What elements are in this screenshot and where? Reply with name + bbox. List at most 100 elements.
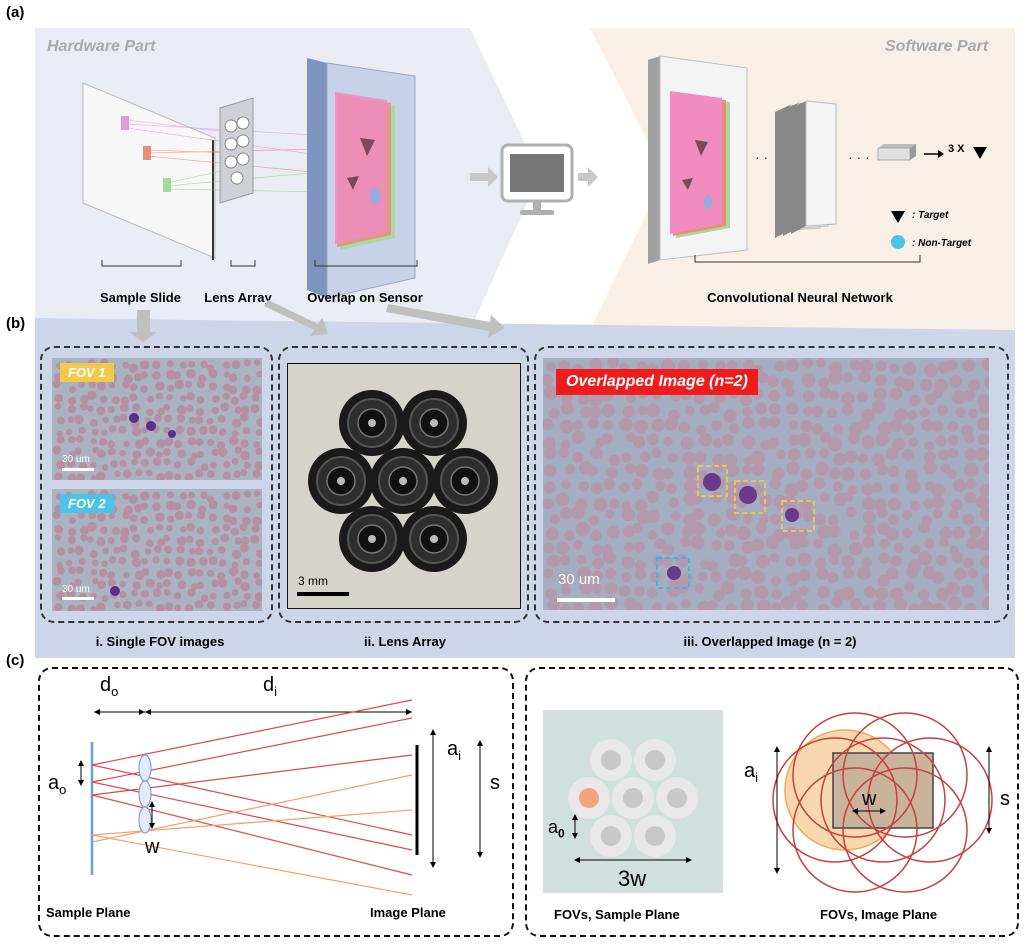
blood-cell xyxy=(243,592,251,600)
blood-cell xyxy=(802,406,813,417)
blood-cell xyxy=(164,545,173,554)
fov2-tag: FOV 2 xyxy=(60,494,114,513)
blood-cell xyxy=(108,512,116,520)
blood-cell xyxy=(670,511,681,522)
blood-cell xyxy=(817,585,830,599)
blood-cell xyxy=(694,582,705,593)
blood-cell xyxy=(107,536,115,545)
blood-cell xyxy=(152,491,161,500)
blood-cell xyxy=(651,418,665,432)
blood-cell xyxy=(234,577,242,585)
blood-cell xyxy=(575,521,591,537)
blood-cell xyxy=(649,571,662,583)
blood-cell xyxy=(166,501,176,511)
blood-cell xyxy=(977,536,989,551)
blood-cell xyxy=(885,447,899,461)
blood-cell xyxy=(788,420,799,430)
blood-cell xyxy=(218,428,227,436)
blood-cell xyxy=(87,536,94,543)
blood-cell xyxy=(756,372,769,384)
blood-cell xyxy=(904,581,915,593)
blood-cell xyxy=(814,513,827,526)
blood-cell xyxy=(172,502,182,511)
label-s: s xyxy=(490,772,500,794)
blood-cell xyxy=(654,538,666,550)
blood-cell xyxy=(875,587,889,601)
blood-cell xyxy=(102,416,110,424)
blood-cell xyxy=(678,421,691,434)
blood-cell xyxy=(858,418,870,431)
blood-cell xyxy=(874,374,888,387)
blood-cell xyxy=(964,491,977,504)
blood-cell xyxy=(196,450,204,459)
blood-cell xyxy=(580,406,592,419)
blood-cell xyxy=(932,508,944,519)
blood-cell xyxy=(857,453,869,464)
caption-overlapped: iii. Overlapped Image (n = 2) xyxy=(683,634,857,649)
blood-cell xyxy=(639,451,651,463)
blood-cell xyxy=(622,405,635,418)
blood-cell xyxy=(983,581,989,593)
blood-cell xyxy=(832,481,844,492)
blood-cell xyxy=(68,435,76,444)
blood-cell xyxy=(74,578,82,586)
blood-cell xyxy=(919,407,930,418)
blood-cell xyxy=(87,405,94,412)
blood-cell xyxy=(111,396,120,405)
overlap-tag: Overlapped Image (n=2) xyxy=(556,369,758,395)
blood-cell xyxy=(145,447,155,457)
blood-cell xyxy=(833,423,844,434)
blood-cell xyxy=(846,506,857,518)
blood-cell xyxy=(101,464,109,471)
blood-cell xyxy=(634,568,647,580)
blood-cell xyxy=(145,578,155,588)
blood-cell xyxy=(920,378,933,392)
blood-cell xyxy=(175,556,185,566)
blood-cell xyxy=(208,556,218,566)
blood-cell xyxy=(145,600,153,608)
blood-cell xyxy=(66,458,76,468)
blood-cell xyxy=(220,533,230,543)
lens-group-box xyxy=(278,346,529,623)
blood-cell xyxy=(694,451,707,465)
blood-cell xyxy=(862,510,876,524)
blood-cell xyxy=(90,437,98,445)
blood-cell xyxy=(954,567,967,580)
blood-cell xyxy=(706,560,718,572)
blood-cell xyxy=(231,360,241,370)
blood-cell xyxy=(67,416,75,423)
blood-cell xyxy=(255,429,262,437)
blood-cell xyxy=(234,446,242,454)
blood-cell xyxy=(952,478,967,493)
blood-cell xyxy=(140,360,150,370)
blood-cell xyxy=(120,396,130,406)
blood-cell xyxy=(578,481,590,492)
blood-cell xyxy=(241,405,250,414)
blood-cell xyxy=(97,512,106,522)
blood-cell xyxy=(906,566,919,579)
blood-cell xyxy=(208,500,218,510)
blood-cell xyxy=(918,522,930,534)
blood-cell xyxy=(931,602,945,610)
blood-cell xyxy=(932,420,944,432)
blood-cell xyxy=(174,510,184,521)
blood-cell xyxy=(819,492,830,503)
blood-cell xyxy=(887,465,900,478)
blood-cell xyxy=(923,460,938,475)
blood-cell xyxy=(87,390,97,401)
hardware-illustration xyxy=(82,58,418,299)
blood-cell xyxy=(163,534,170,542)
fov-sample-plane-label: FOVs, Sample Plane xyxy=(554,907,680,922)
lens-array-label: Lens Array xyxy=(204,290,272,305)
blood-cell xyxy=(755,402,768,415)
blood-cell xyxy=(576,554,587,565)
blood-cell xyxy=(252,600,261,609)
blood-cell xyxy=(154,545,163,554)
blood-cell xyxy=(65,428,73,436)
blood-cell xyxy=(67,404,76,414)
blood-cell xyxy=(726,507,740,521)
blood-cell xyxy=(902,509,913,521)
blood-cell xyxy=(228,516,238,526)
blood-cell xyxy=(646,587,658,599)
blood-cell xyxy=(167,384,175,392)
